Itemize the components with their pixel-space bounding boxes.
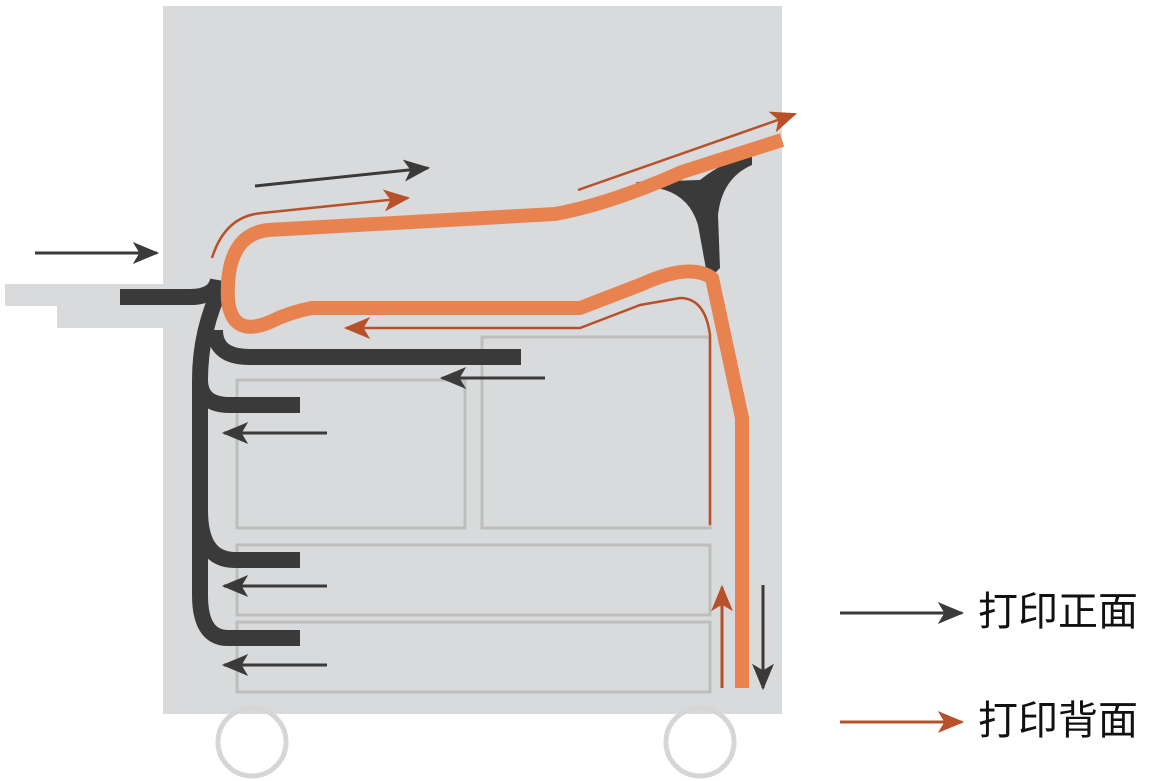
arrow-top-front [254,159,431,188]
bypass-shelf-lower [57,306,163,328]
legend-back-label: 打印背面 [978,698,1138,744]
wheel-left [215,705,289,779]
tray-1 [235,378,467,530]
wheel-right [663,705,737,779]
legend-front-label: 打印正面 [978,589,1138,635]
back-paper-path [220,133,785,688]
front-direction-arrows [35,159,774,691]
back-guide-lines [210,111,798,525]
front-paper-path [120,277,521,646]
